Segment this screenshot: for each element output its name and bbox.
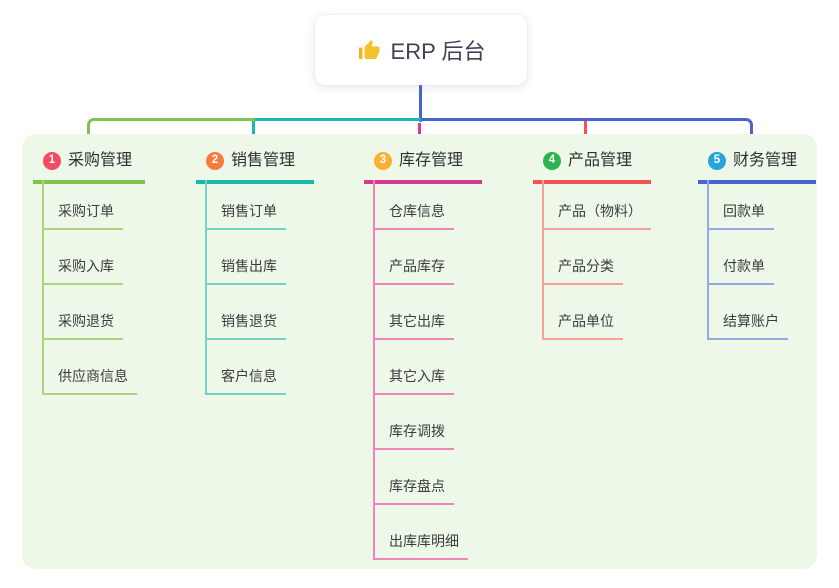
child-node[interactable]: 库存调拨 xyxy=(373,395,454,450)
child-node[interactable]: 其它入库 xyxy=(373,340,454,395)
child-node[interactable]: 供应商信息 xyxy=(42,340,137,395)
branch-title-finance[interactable]: 5 财务管理 xyxy=(698,146,816,184)
root-node-erp[interactable]: ERP 后台 xyxy=(315,15,527,85)
child-node[interactable]: 结算账户 xyxy=(707,285,788,340)
connector-branch1-elbow xyxy=(87,118,255,144)
branch-title-label: 产品管理 xyxy=(568,152,633,169)
branch-children: 销售订单 销售出库 销售退货 客户信息 xyxy=(196,180,314,395)
child-node[interactable]: 仓库信息 xyxy=(373,184,454,230)
branch-title-sales[interactable]: 2 销售管理 xyxy=(196,146,314,184)
root-label: ERP 后台 xyxy=(390,39,486,64)
branch-product: 4 产品管理 产品（物料） 产品分类 产品单位 xyxy=(533,146,651,340)
child-node[interactable]: 库存盘点 xyxy=(373,450,454,505)
branch-panel xyxy=(22,134,817,569)
connector-root-stem xyxy=(419,85,422,122)
branch-children: 回款单 付款单 结算账户 xyxy=(698,180,816,340)
child-node[interactable]: 采购入库 xyxy=(42,230,123,285)
child-node[interactable]: 销售退货 xyxy=(205,285,286,340)
child-node[interactable]: 付款单 xyxy=(707,230,774,285)
branch-children: 仓库信息 产品库存 其它出库 其它入库 库存调拨 库存盘点 出库库明细 xyxy=(364,180,482,560)
branch-title-label: 财务管理 xyxy=(733,152,798,169)
branch-children: 采购订单 采购入库 采购退货 供应商信息 xyxy=(33,180,145,395)
branch-title-purchase[interactable]: 1 采购管理 xyxy=(33,146,145,184)
branch-inventory: 3 库存管理 仓库信息 产品库存 其它出库 其它入库 库存调拨 库存盘点 出库库… xyxy=(364,146,482,560)
badge-4: 4 xyxy=(543,152,561,170)
child-node[interactable]: 产品分类 xyxy=(542,230,623,285)
connector-branch5-elbow xyxy=(421,118,753,144)
branch-finance: 5 财务管理 回款单 付款单 结算账户 xyxy=(698,146,816,340)
branch-title-product[interactable]: 4 产品管理 xyxy=(533,146,651,184)
branch-sales: 2 销售管理 销售订单 销售出库 销售退货 客户信息 xyxy=(196,146,314,395)
badge-2: 2 xyxy=(206,152,224,170)
child-node[interactable]: 产品单位 xyxy=(542,285,623,340)
badge-1: 1 xyxy=(43,152,61,170)
branch-children: 产品（物料） 产品分类 产品单位 xyxy=(533,180,651,340)
badge-3: 3 xyxy=(374,152,392,170)
thumbs-up-icon xyxy=(358,40,380,59)
branch-title-label: 采购管理 xyxy=(68,152,133,169)
child-node[interactable]: 产品（物料） xyxy=(542,184,651,230)
child-node[interactable]: 销售订单 xyxy=(205,184,286,230)
branch-purchase: 1 采购管理 采购订单 采购入库 采购退货 供应商信息 xyxy=(33,146,145,395)
connector-branch4-stub xyxy=(584,121,587,143)
child-node[interactable]: 客户信息 xyxy=(205,340,286,395)
child-node[interactable]: 采购订单 xyxy=(42,184,123,230)
branch-title-label: 库存管理 xyxy=(399,152,464,169)
child-node[interactable]: 其它出库 xyxy=(373,285,454,340)
branch-title-label: 销售管理 xyxy=(231,152,296,169)
child-node[interactable]: 出库库明细 xyxy=(373,505,468,560)
badge-5: 5 xyxy=(708,152,726,170)
child-node[interactable]: 采购退货 xyxy=(42,285,123,340)
branch-title-inventory[interactable]: 3 库存管理 xyxy=(364,146,482,184)
connector-branch2-stub xyxy=(252,121,255,143)
connector-branch3-stub xyxy=(418,123,421,143)
connector-branch2-horizontal xyxy=(255,118,421,121)
child-node[interactable]: 产品库存 xyxy=(373,230,454,285)
child-node[interactable]: 销售出库 xyxy=(205,230,286,285)
child-node[interactable]: 回款单 xyxy=(707,184,774,230)
